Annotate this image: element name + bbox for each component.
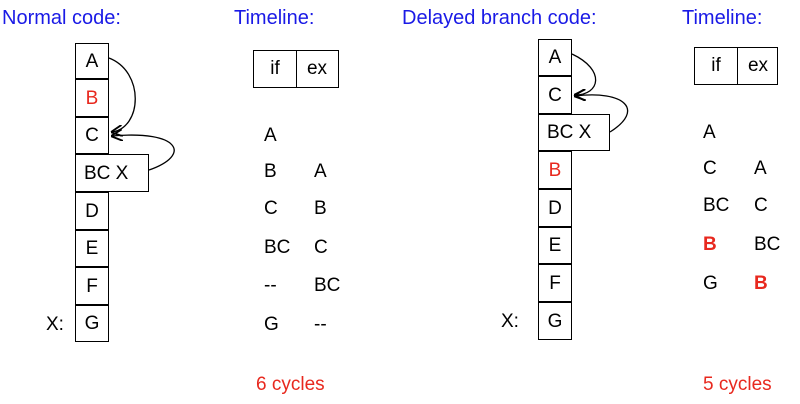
timeline-if: -- — [264, 275, 277, 296]
block-f: F — [538, 264, 572, 302]
timeline-if: B — [264, 161, 277, 182]
delayed-branch-title: Delayed branch code: — [402, 7, 597, 29]
block-b-label: B — [548, 159, 562, 181]
block-e-label: E — [548, 235, 562, 256]
block-d: D — [75, 192, 109, 230]
block-a-label: A — [548, 47, 562, 68]
ex-stage-label: ex — [747, 55, 769, 76]
normal-code-title: Normal code: — [2, 7, 121, 29]
block-c: C — [75, 117, 109, 154]
block-d: D — [538, 189, 572, 227]
timeline-ex: C — [314, 237, 328, 258]
x-label: X: — [46, 314, 64, 335]
block-d-label: D — [85, 200, 99, 222]
left-cycle-count: 6 cycles — [256, 374, 325, 395]
arrow-bcx-to-c — [575, 95, 629, 133]
right-stage-header: if ex — [694, 47, 778, 85]
arrow-bcx-to-c — [112, 135, 175, 171]
block-b: B — [538, 151, 572, 189]
block-g-label: G — [547, 310, 563, 332]
timeline-ex: BC — [314, 275, 341, 296]
block-b-label: B — [85, 87, 99, 109]
ex-stage-label: ex — [306, 58, 328, 79]
arrow-a-to-c — [571, 53, 597, 95]
timeline-if: G — [264, 314, 279, 335]
timeline-if-delayed-b: B — [703, 234, 717, 255]
timeline-if: BC — [703, 195, 730, 216]
block-f: F — [75, 267, 109, 305]
block-d-label: D — [548, 197, 562, 219]
timeline-ex-delayed-b: B — [754, 273, 768, 294]
block-e-label: E — [85, 238, 99, 259]
block-f-label: F — [86, 275, 98, 297]
left-stage-header: if ex — [253, 50, 339, 88]
block-c-label: C — [548, 84, 562, 106]
arrow-a-to-c — [108, 57, 136, 132]
block-f-label: F — [549, 272, 561, 294]
block-bc-x: BC X — [75, 154, 149, 192]
timeline-ex: A — [314, 161, 327, 182]
timeline-if: A — [264, 125, 277, 146]
block-a: A — [538, 39, 572, 76]
block-e: E — [538, 227, 572, 264]
timeline-if: BC — [264, 237, 291, 258]
left-timeline-title: Timeline: — [234, 7, 315, 29]
block-g: G — [538, 302, 572, 340]
right-cycle-count: 5 cycles — [703, 374, 772, 395]
timeline-ex: BC — [754, 234, 781, 255]
timeline-ex: C — [754, 195, 768, 216]
block-g: G — [75, 305, 109, 342]
block-bc-x-label: BC X — [547, 122, 592, 143]
block-e: E — [75, 230, 109, 267]
block-g-label: G — [84, 313, 100, 334]
if-stage-label: if — [711, 55, 721, 76]
timeline-if: C — [264, 198, 278, 219]
timeline-ex: -- — [314, 314, 327, 335]
block-b: B — [75, 79, 109, 117]
stage-divider — [737, 48, 738, 84]
timeline-if: A — [703, 122, 716, 143]
timeline-if: C — [703, 158, 717, 179]
timeline-if: G — [703, 273, 718, 294]
timeline-ex: B — [314, 198, 327, 219]
block-c-label: C — [85, 125, 99, 146]
if-stage-label: if — [270, 58, 280, 79]
block-c: C — [538, 76, 572, 114]
block-bc-x: BC X — [538, 114, 610, 151]
block-bc-x-label: BC X — [84, 162, 129, 184]
right-timeline-title: Timeline: — [682, 7, 763, 29]
x-label: X: — [501, 311, 519, 332]
block-a: A — [75, 43, 109, 79]
block-a-label: A — [85, 50, 99, 72]
timeline-ex: A — [754, 158, 767, 179]
stage-divider — [296, 51, 297, 87]
